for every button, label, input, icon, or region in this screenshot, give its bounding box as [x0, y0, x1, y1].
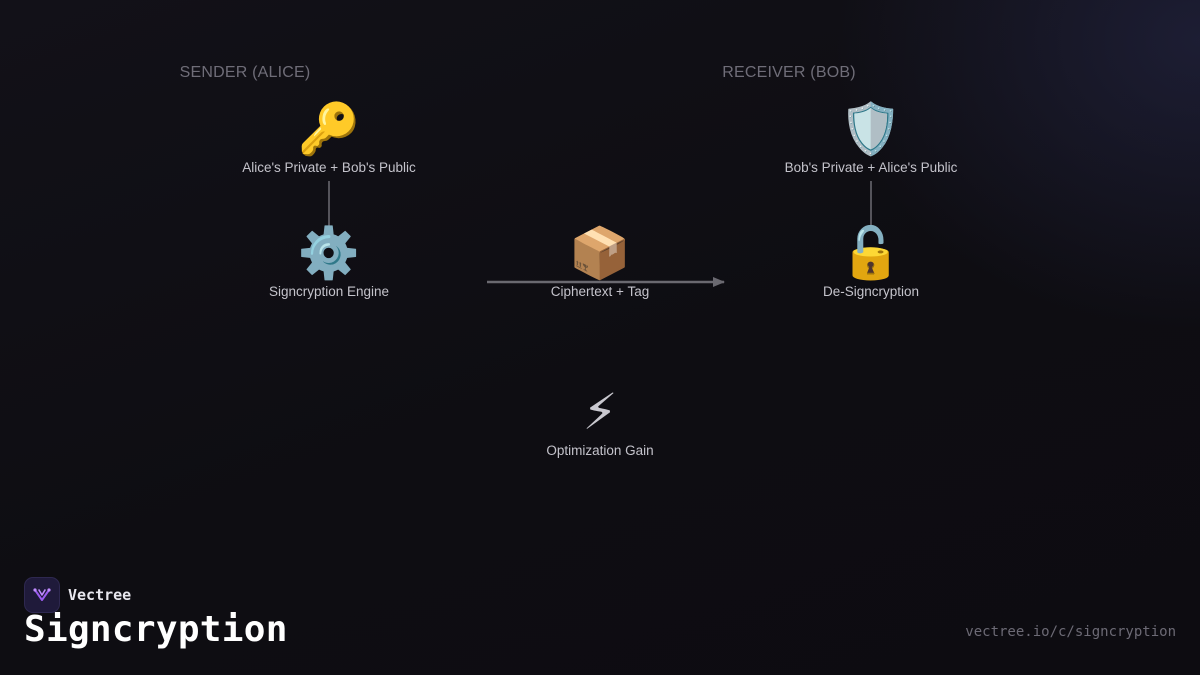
ciphertext-node: 📦 Ciphertext + Tag: [551, 224, 649, 299]
gear-icon: ⚙️: [297, 224, 361, 282]
bob-keys-node: 🛡️ Bob's Private + Alice's Public: [785, 100, 958, 175]
alice-keys-node: 🔑 Alice's Private + Bob's Public: [242, 100, 416, 175]
brand-name: Vectree: [68, 586, 132, 604]
unlock-icon: 🔓: [839, 224, 903, 282]
receiver-header: RECEIVER (BOB): [722, 64, 856, 81]
page-title: Signcryption: [24, 609, 288, 650]
sender-header: SENDER (ALICE): [179, 64, 311, 81]
de-signcryption-label: De-Signcryption: [822, 284, 920, 299]
lightning-icon: ⚡: [582, 383, 618, 441]
alice-keys-label: Alice's Private + Bob's Public: [242, 160, 416, 175]
de-signcryption-node: 🔓 De-Signcryption: [823, 224, 919, 299]
signcryption-engine-node: ⚙️ Signcryption Engine: [269, 224, 389, 299]
shield-icon: 🛡️: [839, 100, 903, 158]
brand: Vectree: [24, 577, 131, 613]
optimization-node: ⚡ Optimization Gain: [546, 383, 653, 458]
optimization-label: Optimization Gain: [546, 443, 654, 458]
signcryption-engine-label: Signcryption Engine: [268, 284, 390, 299]
bob-keys-label: Bob's Private + Alice's Public: [784, 160, 958, 175]
ciphertext-label: Ciphertext + Tag: [550, 284, 650, 299]
package-icon: 📦: [568, 224, 632, 282]
key-icon: 🔑: [297, 100, 361, 158]
vectree-logo-icon: [24, 577, 60, 613]
page-url[interactable]: vectree.io/c/signcryption: [965, 624, 1176, 640]
